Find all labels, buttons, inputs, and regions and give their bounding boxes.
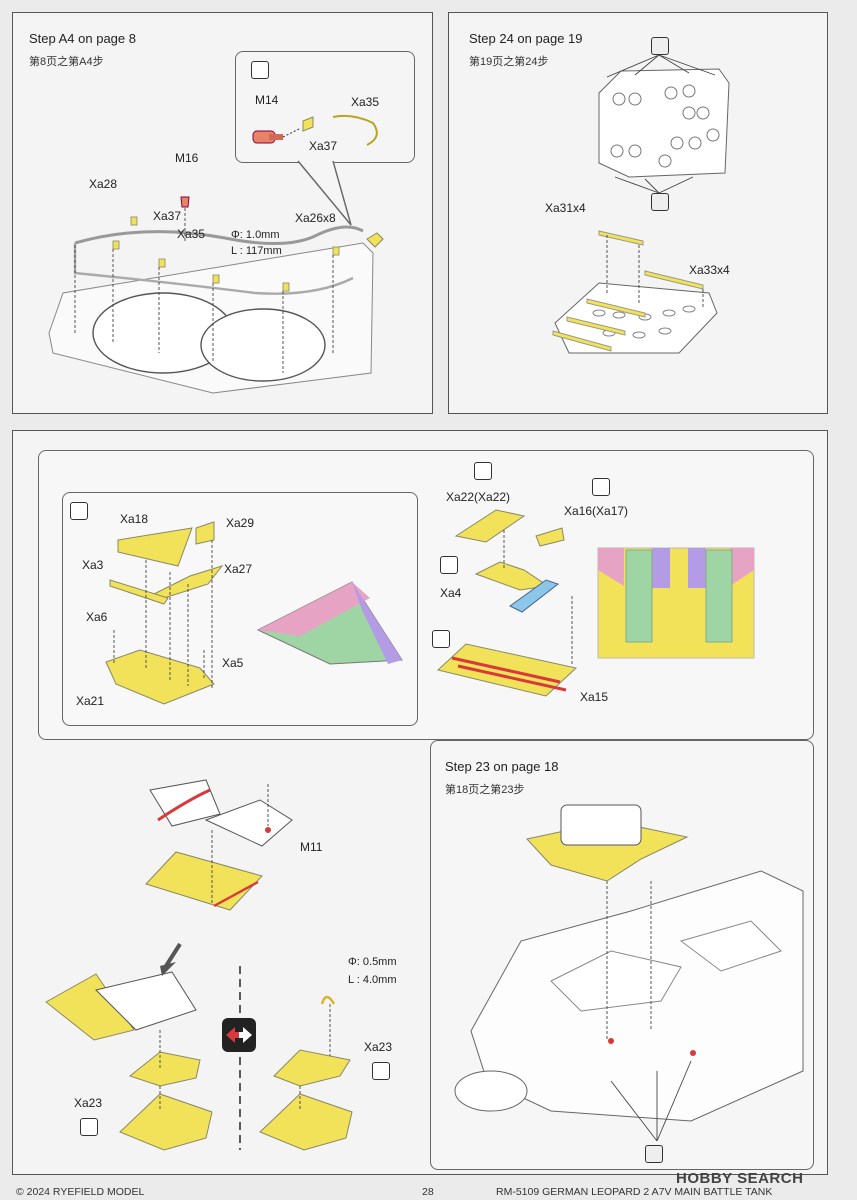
label-xa21: Xa21: [76, 694, 105, 708]
watermark: HOBBY SEARCH: [676, 1170, 804, 1187]
label-xa23-left: Xa23: [74, 1096, 103, 1110]
label-xa16: Xa16(Xa17): [564, 504, 629, 518]
label-xa31: Xa31x4: [545, 201, 586, 215]
panel-title: Step A4 on page 8: [29, 31, 136, 46]
photo-etch-icon: [80, 1118, 98, 1136]
panel-subtitle: 第8页之第A4步: [29, 56, 104, 68]
footer-page-number: 28: [422, 1186, 434, 1198]
panel-step-a4: Step A4 on page 8 第8页之第A4步: [12, 12, 433, 414]
bend-icon-top: [651, 37, 669, 55]
panel-title: Step 23 on page 18: [445, 759, 559, 774]
swap-arrows-icon: [222, 1018, 256, 1052]
assembly-a4-drawing: [48, 114, 384, 394]
footer-product: RM-5109 GERMAN LEOPARD 2 A7V MAIN BATTLE…: [496, 1186, 773, 1198]
label-xa15: Xa15: [580, 690, 609, 704]
panel-step-24: Step 24 on page 19 第19页之第24步: [448, 12, 828, 414]
label-xa26: Xa26x8: [295, 211, 336, 225]
label-m11: M11: [300, 840, 323, 854]
wire-diameter: Φ: 0.5mm: [348, 956, 397, 968]
photo-etch-icon: [440, 556, 458, 574]
label-xa37-rail: Xa37: [153, 209, 182, 223]
wire-length: L : 4.0mm: [348, 974, 397, 986]
label-xa37: Xa37: [309, 139, 338, 153]
label-xa22: Xa22(Xa22): [446, 490, 511, 504]
panel-subtitle: 第18页之第23步: [445, 784, 525, 796]
label-xa18: Xa18: [120, 512, 149, 526]
label-xa27: Xa27: [224, 562, 253, 576]
assembly-24-drawing: [552, 54, 730, 354]
label-xa3: Xa3: [82, 558, 104, 572]
panel-subtitle: 第19页之第24步: [469, 56, 549, 68]
photo-etch-icon: [251, 61, 269, 79]
bend-icon: [645, 1145, 663, 1163]
bend-icon-bottom: [651, 193, 669, 211]
footer-copyright: © 2024 RYEFIELD MODEL: [16, 1186, 145, 1198]
photo-etch-icon: [70, 502, 88, 520]
assembly-23-drawing: [454, 804, 804, 1142]
wire-length: L : 117mm: [231, 245, 282, 257]
wire-diameter: Φ: 1.0mm: [231, 229, 280, 241]
label-xa29: Xa29: [226, 516, 255, 530]
label-xa35-rail: Xa35: [177, 227, 206, 241]
label-xa6: Xa6: [86, 610, 108, 624]
photo-etch-icon: [474, 462, 492, 480]
label-xa28: Xa28: [89, 177, 118, 191]
label-xa33: Xa33x4: [689, 263, 730, 277]
label-xa4: Xa4: [440, 586, 462, 600]
panel-title: Step 24 on page 19: [469, 31, 583, 46]
label-m14: M14: [255, 93, 279, 107]
photo-etch-icon: [592, 478, 610, 496]
label-xa35: Xa35: [351, 95, 380, 109]
label-xa23-right: Xa23: [364, 1040, 393, 1054]
glue-icon: [432, 630, 450, 648]
photo-etch-icon: [372, 1062, 390, 1080]
label-xa5: Xa5: [222, 656, 244, 670]
subpanel-step-23: Step 23 on page 18 第18页之第23步: [430, 740, 814, 1170]
label-m16: M16: [175, 151, 199, 165]
